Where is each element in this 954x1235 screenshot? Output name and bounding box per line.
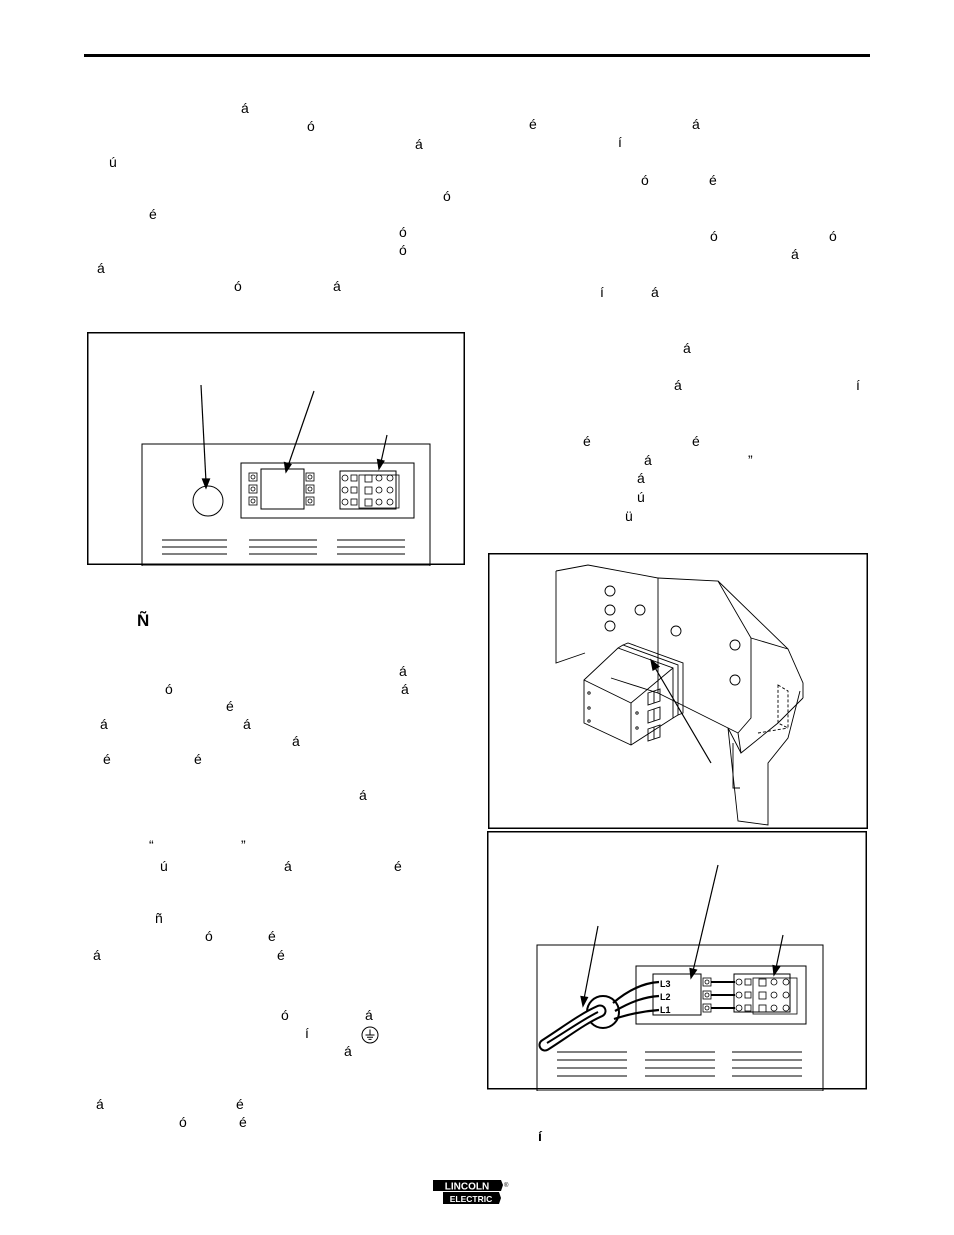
text-glyph: ú	[637, 489, 645, 505]
figure-terminal-panel	[87, 332, 465, 566]
text-glyph: á	[644, 452, 652, 468]
text-glyph: á	[292, 733, 300, 749]
text-glyph: ü	[625, 508, 633, 524]
text-glyph: á	[692, 116, 700, 132]
text-glyph: ñ	[155, 910, 163, 926]
text-glyph: é	[268, 928, 276, 944]
text-glyph: é	[239, 1114, 247, 1130]
text-glyph: á	[100, 716, 108, 732]
terminal-label-l1: L1	[660, 1005, 671, 1015]
text-glyph: á	[333, 278, 341, 294]
text-glyph: é	[709, 172, 717, 188]
logo-top-text: LINCOLN	[445, 1181, 489, 1192]
text-glyph: é	[583, 433, 591, 449]
text-glyph: í	[856, 377, 860, 393]
registered-mark: ®	[504, 1182, 509, 1189]
text-glyph: é	[529, 116, 537, 132]
terminal-label-l2: L2	[660, 992, 671, 1002]
text-glyph: á	[399, 663, 407, 679]
text-glyph: ”	[748, 452, 753, 468]
text-glyph: á	[683, 340, 691, 356]
section-heading-glyph: Ñ	[137, 611, 150, 630]
text-glyph: á	[359, 787, 367, 803]
text-glyph: á	[284, 858, 292, 874]
text-glyph: á	[651, 284, 659, 300]
text-glyph: ó	[399, 242, 407, 258]
text-glyph: á	[791, 246, 799, 262]
text-glyph: í	[618, 134, 622, 150]
text-glyph: á	[637, 470, 645, 486]
text-glyph: é	[277, 947, 285, 963]
caption-glyph: í	[538, 1128, 542, 1144]
text-glyph: á	[97, 260, 105, 276]
text-glyph: á	[401, 681, 409, 697]
ground-symbol-icon	[361, 1026, 379, 1044]
header-rule	[84, 54, 870, 57]
text-glyph: á	[93, 947, 101, 963]
text-glyph: é	[394, 858, 402, 874]
text-glyph: á	[96, 1096, 104, 1112]
text-glyph: ó	[179, 1114, 187, 1130]
text-glyph: í	[305, 1025, 309, 1041]
text-glyph: ó	[443, 188, 451, 204]
text-glyph: é	[236, 1096, 244, 1112]
figure-contactor-bracket	[488, 553, 868, 829]
text-glyph: ó	[829, 228, 837, 244]
text-glyph: é	[103, 751, 111, 767]
text-glyph: ó	[307, 118, 315, 134]
text-glyph: ó	[281, 1007, 289, 1023]
text-glyph: á	[241, 100, 249, 116]
text-glyph: á	[415, 136, 423, 152]
text-glyph: í	[600, 284, 604, 300]
text-glyph: á	[674, 377, 682, 393]
text-glyph: é	[226, 698, 234, 714]
text-glyph: ó	[234, 278, 242, 294]
text-glyph: ú	[160, 858, 168, 874]
text-glyph: ó	[710, 228, 718, 244]
figure-input-wiring: L3 L2 L1	[487, 831, 867, 1091]
text-glyph: á	[365, 1007, 373, 1023]
lincoln-electric-logo: LINCOLN ELECTRIC ®	[431, 1177, 511, 1207]
text-glyph: ú	[109, 154, 117, 170]
terminal-label-l3: L3	[660, 979, 671, 989]
text-glyph: ó	[641, 172, 649, 188]
text-glyph: ó	[165, 681, 173, 697]
text-glyph: ó	[205, 928, 213, 944]
logo-bottom-text: ELECTRIC	[450, 1194, 493, 1204]
text-glyph: á	[243, 716, 251, 732]
text-glyph: “	[149, 837, 154, 853]
text-glyph: é	[692, 433, 700, 449]
text-glyph: á	[344, 1043, 352, 1059]
text-glyph: é	[194, 751, 202, 767]
text-glyph: é	[149, 206, 157, 222]
text-glyph: ó	[399, 224, 407, 240]
text-glyph: ”	[241, 837, 246, 853]
